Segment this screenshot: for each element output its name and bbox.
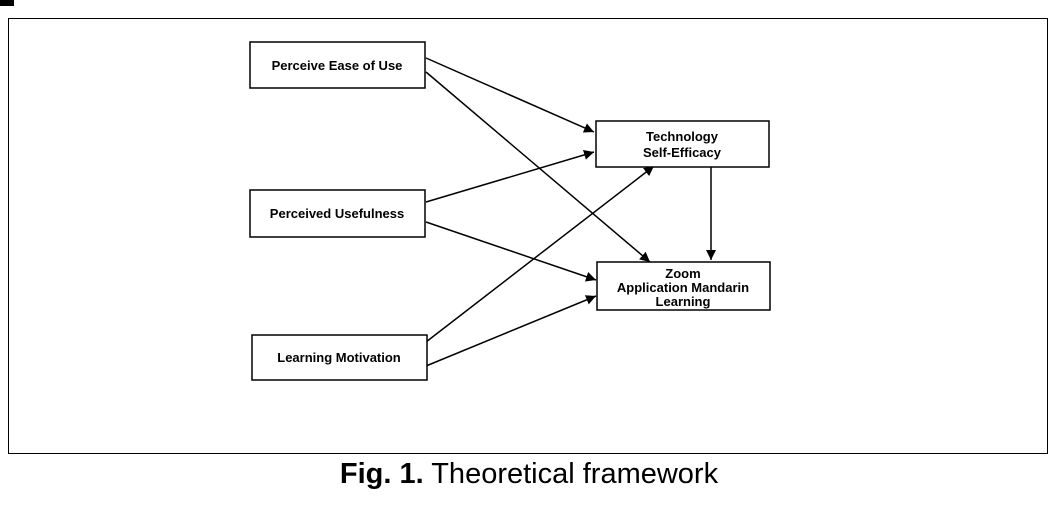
edge-motivation-to-zoom-learning <box>425 295 597 367</box>
node-usefulness: Perceived Usefulness <box>249 189 426 238</box>
figure-frame <box>8 18 1048 454</box>
node-zoom-learning-line-3: Learning <box>656 294 711 309</box>
edge-ease-to-self-efficacy <box>425 57 595 133</box>
node-motivation-label: Learning Motivation <box>277 350 401 365</box>
figure-caption: Fig. 1. Theoretical framework <box>0 458 1058 491</box>
edge-motivation-to-self-efficacy <box>425 165 655 343</box>
node-zoom-learning-line-1: Zoom <box>665 266 700 281</box>
node-motivation: Learning Motivation <box>251 334 428 381</box>
figure-top-fragment <box>0 0 14 6</box>
node-self-efficacy-line-2: Self-Efficacy <box>643 145 722 160</box>
edge-usefulness-to-zoom-learning <box>425 221 597 282</box>
node-zoom-learning: Zoom Application Mandarin Learning <box>596 261 771 311</box>
edge-ease-to-zoom-learning <box>425 71 651 263</box>
figure-title: Theoretical framework <box>423 458 719 490</box>
node-usefulness-label: Perceived Usefulness <box>270 206 404 221</box>
edge-usefulness-to-self-efficacy <box>425 150 595 203</box>
node-self-efficacy-line-1: Technology <box>646 129 719 144</box>
node-self-efficacy: Technology Self-Efficacy <box>595 120 770 168</box>
figure-number: Fig. 1. <box>339 458 424 490</box>
node-ease-of-use: Perceive Ease of Use <box>249 41 426 89</box>
node-zoom-learning-line-2: Application Mandarin <box>617 280 749 295</box>
node-ease-of-use-label: Perceive Ease of Use <box>272 58 403 73</box>
